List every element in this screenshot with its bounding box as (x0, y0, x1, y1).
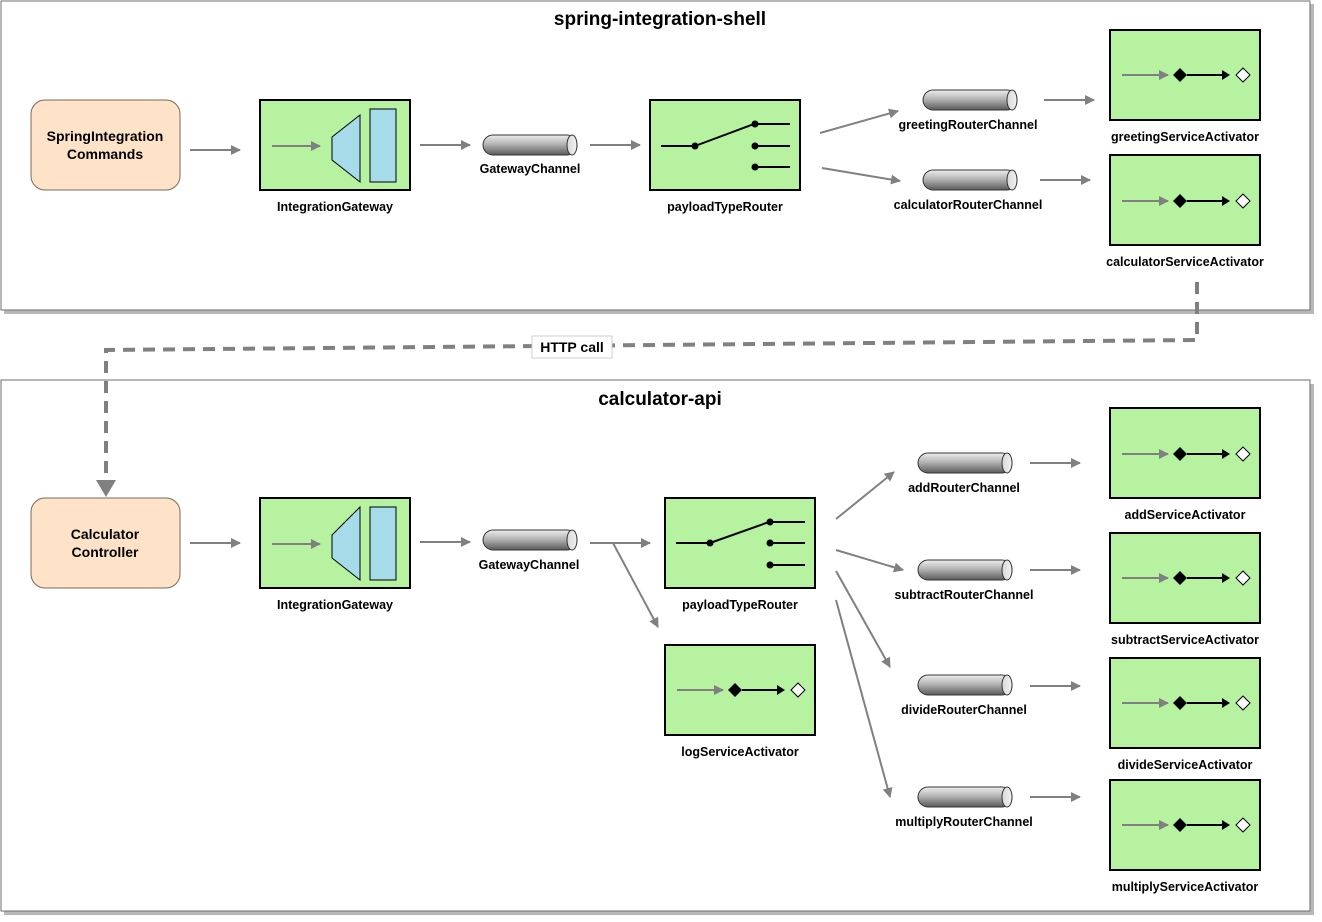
channel-label: multiplyRouterChannel (895, 815, 1033, 829)
channel-label: addRouterChannel (908, 481, 1020, 495)
http-call-link: HTTP call (96, 282, 1199, 497)
subtract-router-channel[interactable]: subtractRouterChannel (895, 559, 1034, 602)
diamond-solid-icon (1173, 818, 1187, 832)
diamond-solid-icon (1173, 194, 1187, 208)
flow-arrow (612, 542, 659, 628)
endpoint-label-line1: Calculator (71, 526, 140, 542)
frame-title: spring-integration-shell (554, 9, 766, 30)
endpoint-label-line1: SpringIntegration (47, 128, 164, 144)
top-source-endpoint[interactable]: SpringIntegration Commands (30, 99, 181, 191)
component-label: payloadTypeRouter (667, 200, 783, 214)
channel-label: subtractRouterChannel (895, 588, 1034, 602)
diamond-outline-icon (1235, 446, 1251, 462)
greeting-router-channel[interactable]: greetingRouterChannel (899, 89, 1038, 132)
component-label: calculatorServiceActivator (1106, 255, 1264, 269)
component-label: logServiceActivator (681, 745, 799, 759)
gateway-trapezoid-icon (331, 113, 361, 184)
channel-label: greetingRouterChannel (899, 118, 1038, 132)
add-router-channel[interactable]: addRouterChannel (908, 452, 1020, 495)
component-label: payloadTypeRouter (682, 598, 798, 612)
diamond-outline-icon (1235, 193, 1251, 209)
channel-label: GatewayChannel (479, 558, 580, 572)
component-label: divideServiceActivator (1118, 758, 1253, 772)
diamond-outline-icon (1235, 67, 1251, 83)
component-label: addServiceActivator (1125, 508, 1246, 522)
log-service-activator[interactable]: logServiceActivator (664, 644, 816, 759)
calculator-api-frame: calculator-api (0, 379, 1314, 915)
channel-label: divideRouterChannel (901, 703, 1027, 717)
gateway-panel-icon (369, 108, 397, 183)
subtract-service-activator[interactable]: subtractServiceActivator (1109, 532, 1261, 647)
top-integration-gateway[interactable]: IntegrationGateway (259, 99, 411, 214)
component-label: multiplyServiceActivator (1112, 880, 1259, 894)
diamond-solid-icon (1173, 447, 1187, 461)
arrowhead-icon (96, 480, 116, 497)
bottom-integration-gateway[interactable]: IntegrationGateway (259, 497, 411, 612)
component-label: IntegrationGateway (277, 598, 393, 612)
greeting-service-activator[interactable]: greetingServiceActivator (1109, 29, 1261, 144)
top-gateway-channel[interactable]: GatewayChannel (480, 134, 581, 176)
channel-label: calculatorRouterChannel (894, 198, 1043, 212)
top-payload-type-router[interactable]: payloadTypeRouter (649, 99, 801, 214)
bottom-gateway-channel[interactable]: GatewayChannel (479, 529, 580, 572)
component-label: subtractServiceActivator (1111, 633, 1259, 647)
endpoint-label-line2: Controller (72, 544, 139, 560)
gateway-panel-icon (369, 506, 397, 581)
component-label: greetingServiceActivator (1111, 130, 1259, 144)
bottom-payload-type-router[interactable]: payloadTypeRouter (664, 497, 816, 612)
http-call-label: HTTP call (540, 339, 604, 355)
flow-arrow (821, 167, 901, 185)
calculator-service-activator[interactable]: calculatorServiceActivator (1106, 154, 1264, 269)
component-label: IntegrationGateway (277, 200, 393, 214)
diamond-solid-icon (728, 683, 742, 697)
flow-arrow (835, 471, 895, 520)
diamond-solid-icon (1173, 68, 1187, 82)
diamond-outline-icon (1235, 570, 1251, 586)
calculator-router-channel[interactable]: calculatorRouterChannel (894, 169, 1043, 212)
multiply-router-channel[interactable]: multiplyRouterChannel (895, 786, 1033, 829)
frame-title: calculator-api (598, 389, 722, 410)
add-service-activator[interactable]: addServiceActivator (1109, 407, 1261, 522)
flow-arrow (819, 108, 899, 134)
multiply-service-activator[interactable]: multiplyServiceActivator (1109, 779, 1261, 894)
diamond-outline-icon (790, 682, 806, 698)
diamond-solid-icon (1173, 571, 1187, 585)
flow-arrow (835, 570, 891, 668)
diamond-outline-icon (1235, 695, 1251, 711)
flow-arrow (835, 549, 904, 573)
diamond-solid-icon (1173, 696, 1187, 710)
bottom-source-endpoint[interactable]: Calculator Controller (30, 497, 181, 589)
flow-arrow (835, 599, 893, 798)
gateway-trapezoid-icon (331, 505, 361, 582)
endpoint-label-line2: Commands (67, 146, 143, 162)
diamond-outline-icon (1235, 817, 1251, 833)
channel-label: GatewayChannel (480, 162, 581, 176)
divide-router-channel[interactable]: divideRouterChannel (901, 674, 1027, 717)
divide-service-activator[interactable]: divideServiceActivator (1109, 657, 1261, 772)
